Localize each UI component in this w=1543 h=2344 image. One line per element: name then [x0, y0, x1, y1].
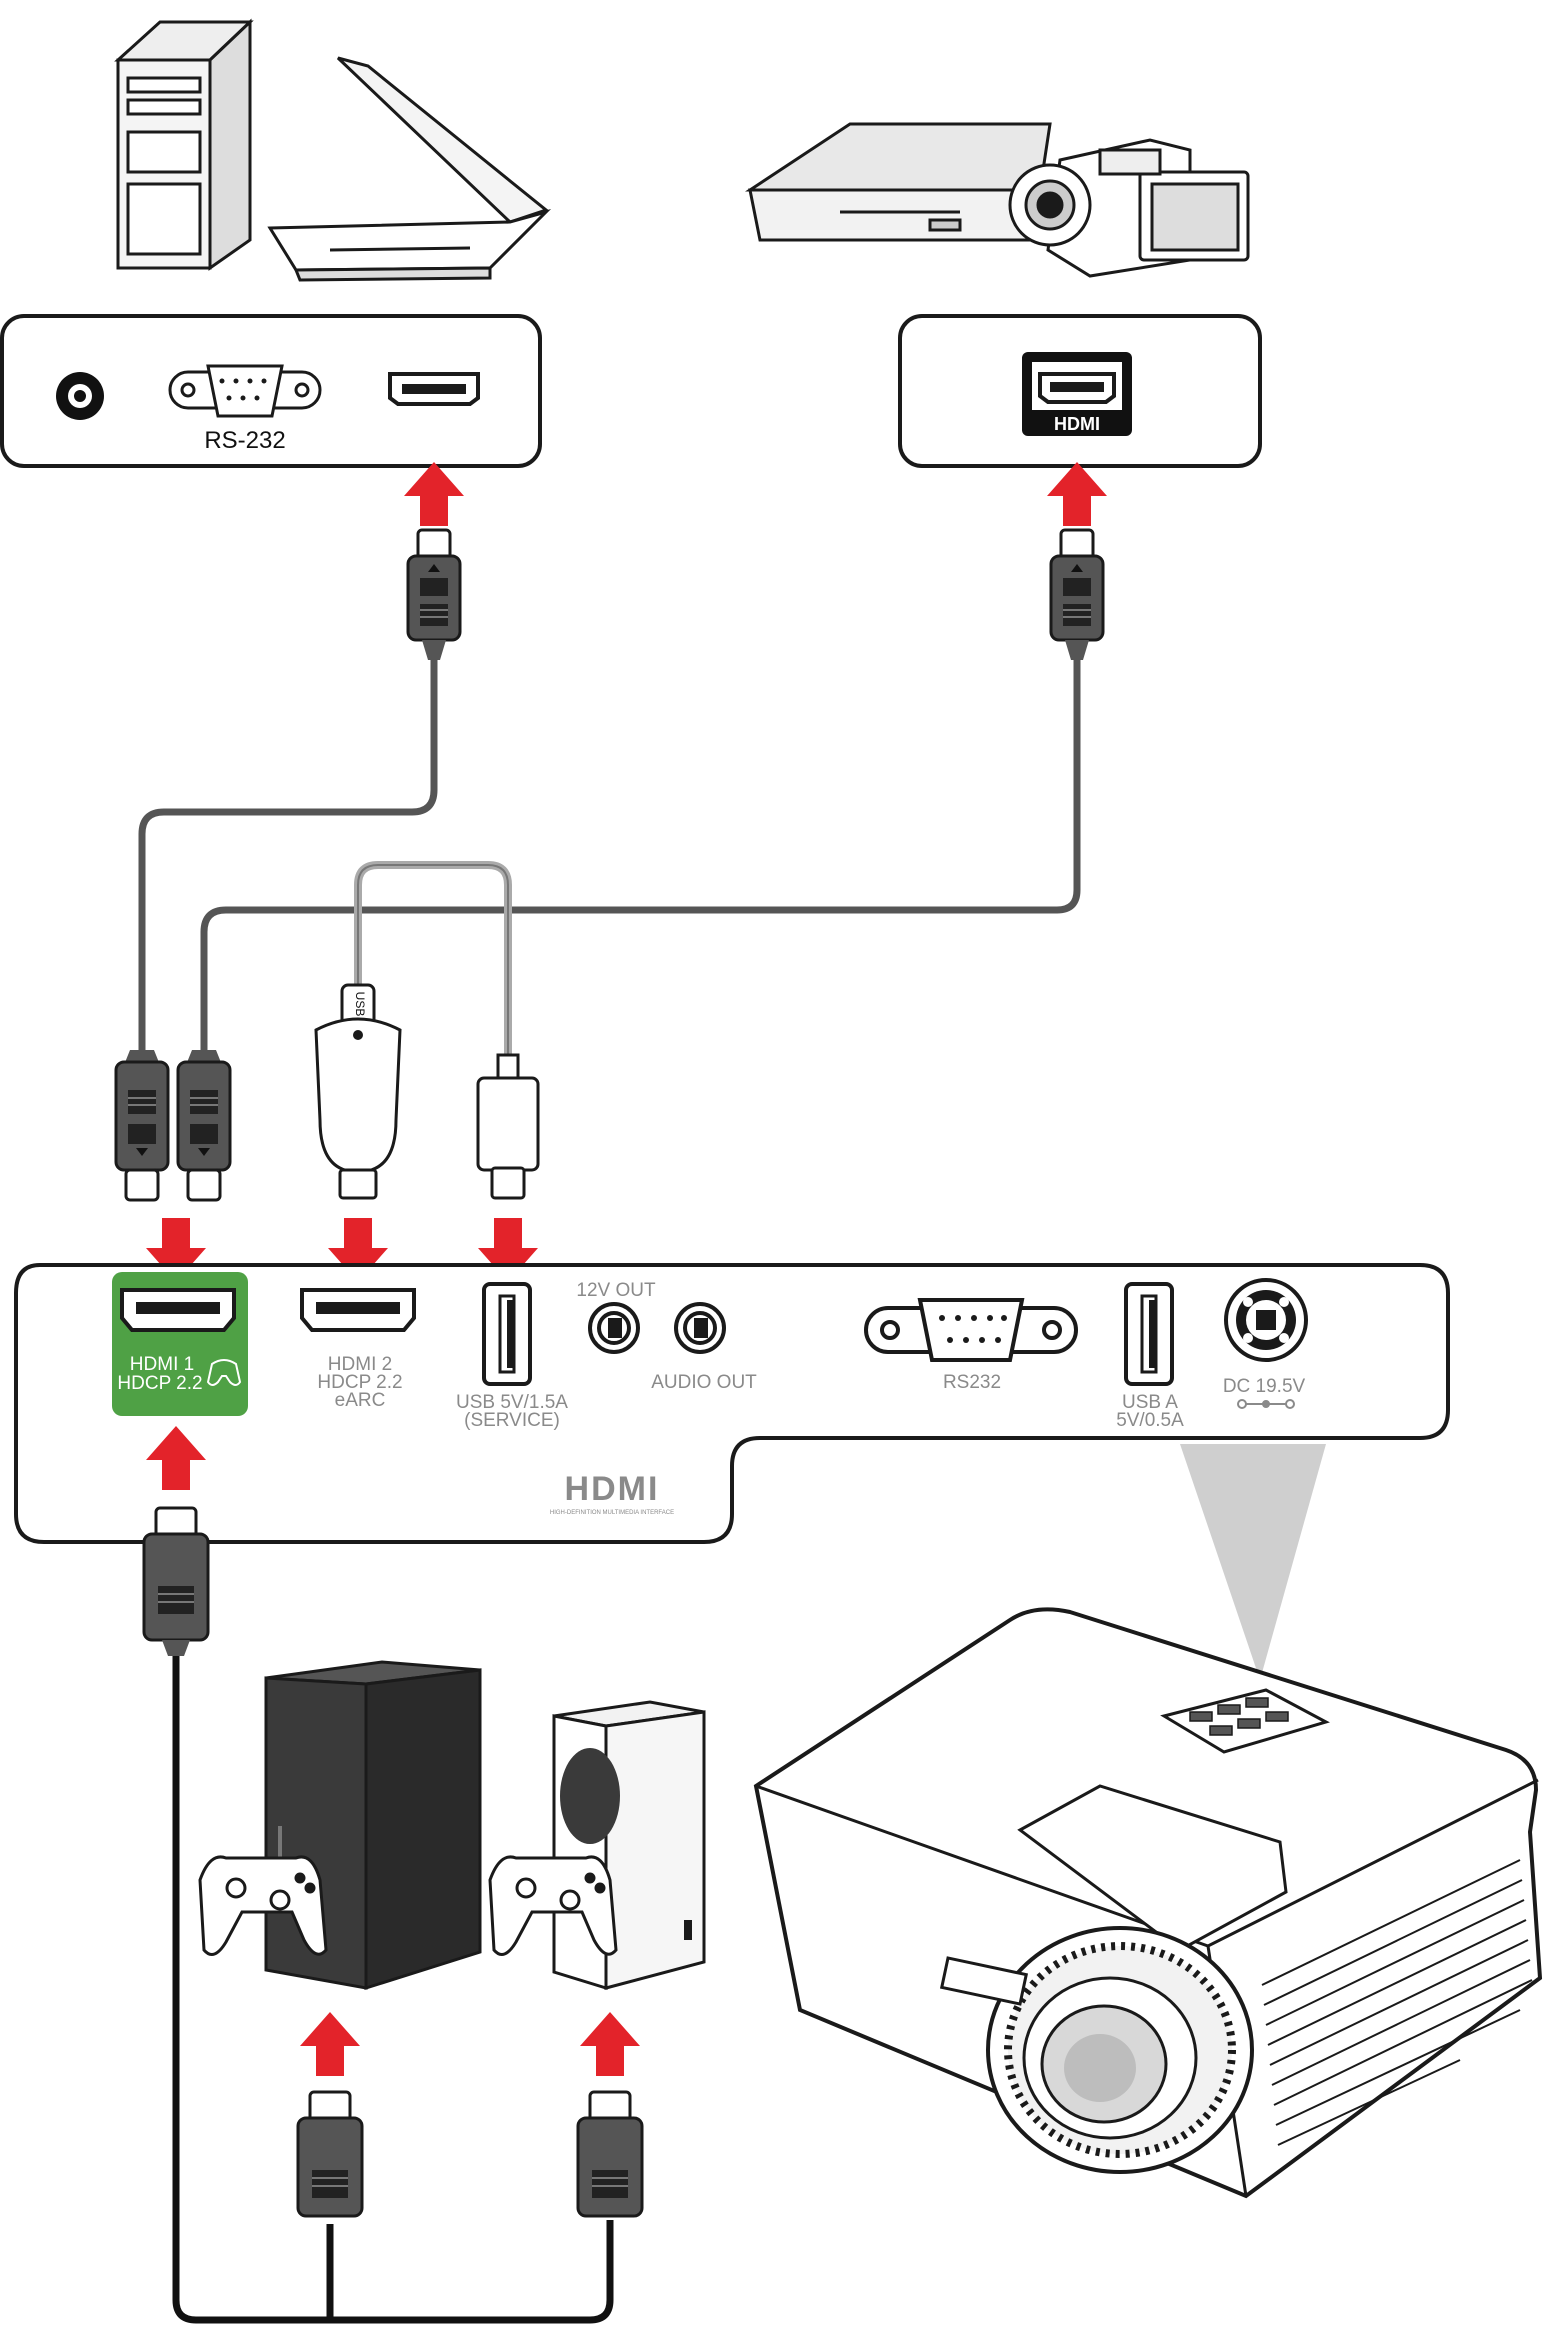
xbox-series-s-icon	[552, 1700, 706, 1991]
usb-service-label-1: USB 5V/1.5A	[456, 1392, 568, 1413]
hdmi-port-label: HDMI	[1054, 414, 1100, 434]
hdmi-plug-series-x	[296, 2090, 364, 2218]
arrow-to-series-s	[580, 2012, 640, 2076]
usb-power-plug	[476, 1053, 540, 1200]
rs232-port-icon	[168, 364, 322, 418]
source-port-panel-left: RS-232	[0, 314, 542, 468]
rs232-projector-port-icon	[864, 1298, 1078, 1362]
out12v-jack-icon	[588, 1302, 640, 1354]
hdmi-plug-series-s	[576, 2090, 644, 2218]
cable-paths	[138, 651, 1081, 1064]
usb-a-label-2: 5V/0.5A	[1116, 1410, 1184, 1431]
arrow-to-series-x	[300, 2012, 360, 2076]
game-controller-icon	[206, 1359, 242, 1386]
hdmi1-label-2: HDCP 2.2	[117, 1373, 202, 1394]
dc-polarity-icon	[1237, 1399, 1295, 1409]
game-controller-icon	[198, 1855, 328, 1956]
arrow-to-pc-hdmi	[404, 462, 464, 526]
usb-service-label-2: (SERVICE)	[464, 1410, 560, 1431]
hdmi-plug-projector-a	[114, 1050, 170, 1202]
hdmi1-port-icon	[120, 1288, 236, 1332]
hdmi2-port-icon	[300, 1288, 416, 1332]
hdmi-logo: HDMI	[565, 1470, 660, 1508]
projector-icon	[753, 1607, 1543, 2199]
xbox-series-x-icon	[264, 1660, 482, 1991]
hdmi-plug-pc	[406, 528, 462, 660]
usb-dongle-label: USB	[353, 992, 367, 1017]
usb-a-port-icon	[1124, 1282, 1174, 1386]
usb-dongle: USB	[314, 983, 402, 1200]
laptop-icon	[267, 56, 552, 282]
hdmi2-label-2: HDCP 2.2	[317, 1372, 402, 1393]
camcorder-icon	[1008, 138, 1250, 278]
audio-out-label: AUDIO OUT	[651, 1372, 757, 1393]
source-port-panel-right: HDMI	[898, 314, 1262, 468]
dc-power-port-icon	[1224, 1278, 1308, 1362]
console-cable	[172, 1656, 614, 2324]
hdmi-plug-dvd	[1049, 528, 1105, 660]
hdmi2-label-1: HDMI 2	[328, 1354, 392, 1375]
game-controller-icon	[488, 1855, 618, 1956]
dc-label: DC 19.5V	[1223, 1376, 1306, 1397]
hdmi2-label-3: eARC	[335, 1390, 386, 1411]
hdmi-logo-subtitle: HIGH-DEFINITION MULTIMEDIA INTERFACE	[550, 1510, 674, 1516]
rs232-label: RS-232	[204, 427, 285, 454]
hdmi1-label-1: HDMI 1	[130, 1354, 194, 1375]
rs232-projector-label: RS232	[943, 1372, 1001, 1393]
hdmi-plug-projector-b	[176, 1050, 232, 1202]
desktop-pc-icon	[114, 18, 254, 271]
dvd-player-icon	[745, 122, 1052, 242]
hdmi-plug-console-main	[142, 1506, 210, 1656]
out12v-label: 12V OUT	[576, 1280, 656, 1301]
projector-rear-panel: HDMI 1 HDCP 2.2 HDMI 2 HDCP 2.2 eARC USB…	[14, 1263, 1450, 1544]
audio-out-jack-icon	[674, 1302, 726, 1354]
usb-a-label-1: USB A	[1122, 1392, 1178, 1413]
panel-callout-beam	[1180, 1444, 1326, 1680]
hdmi-port-icon	[388, 372, 480, 406]
arrow-to-dvd-hdmi	[1047, 462, 1107, 526]
usb-service-port-icon	[482, 1282, 532, 1386]
